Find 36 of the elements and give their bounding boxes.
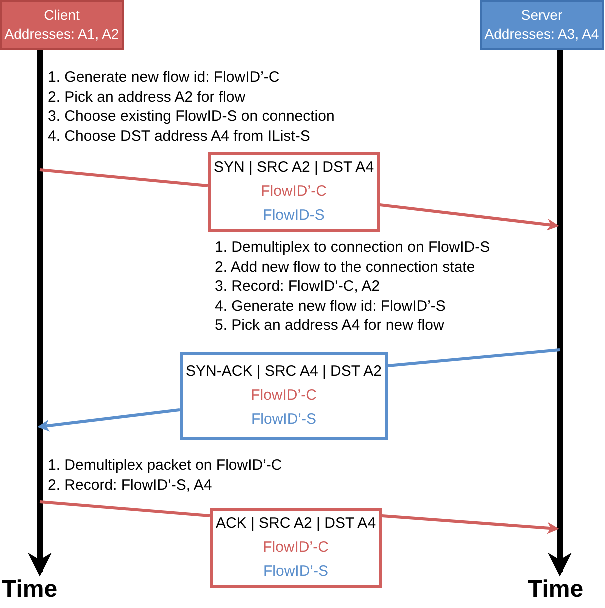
message-arrow — [38, 408, 180, 432]
packet-box — [180, 352, 388, 440]
flow-id: FlowID-S — [263, 206, 325, 226]
participant-name: Server — [521, 6, 563, 25]
step-text: 2. Add new flow to the connection state — [215, 258, 476, 277]
packet-header: SYN | SRC A2 | DST A4 — [214, 158, 374, 178]
flow-id: FlowID’-C — [261, 182, 327, 202]
step-text: 3. Record: FlowID’-C, A2 — [215, 277, 382, 296]
packet-header: ACK | SRC A2 | DST A4 — [216, 514, 376, 534]
step-text: 3. Choose existing FlowID-S on connection — [48, 107, 335, 126]
message-arrow — [380, 204, 560, 231]
timeline-arrow — [548, 50, 572, 577]
step-text: 4. Choose DST address A4 from IList-S — [48, 126, 312, 146]
packet-box — [210, 508, 382, 588]
flow-id: FlowID’-C — [263, 538, 329, 558]
participant-box — [480, 0, 604, 50]
packet-header: SYN-ACK | SRC A4 | DST A2 — [186, 362, 382, 382]
address-text: Addresses: A1, A2 — [4, 25, 120, 44]
address-text: Addresses: A3, A4 — [484, 25, 600, 44]
flow-id: FlowID’-S — [263, 562, 328, 582]
participant-box — [0, 0, 124, 50]
step-text: 1. Generate new flow id: FlowID’-C — [48, 68, 281, 88]
participant-name: Client — [44, 6, 80, 25]
flow-id: FlowID’-C — [251, 386, 317, 406]
step-text: 1. Demultiplex packet on FlowID’-C — [48, 456, 282, 476]
step-text: 4. Generate new flow id: FlowID’-S — [215, 296, 447, 316]
flow-id: FlowID’-S — [251, 410, 316, 430]
step-text: 5. Pick an address A4 for new flow — [215, 316, 446, 336]
step-text: 2. Pick an address A2 for flow — [48, 88, 247, 107]
timeline-arrow — [28, 50, 52, 577]
step-text: 2. Record: FlowID’-S, A4 — [48, 476, 214, 495]
step-text: 1. Demultiplex to connection on FlowID-S — [215, 238, 490, 258]
axis-label: Time — [528, 576, 584, 604]
axis-label: Time — [2, 576, 58, 604]
message-arrow — [382, 514, 560, 534]
packet-box — [208, 152, 380, 232]
